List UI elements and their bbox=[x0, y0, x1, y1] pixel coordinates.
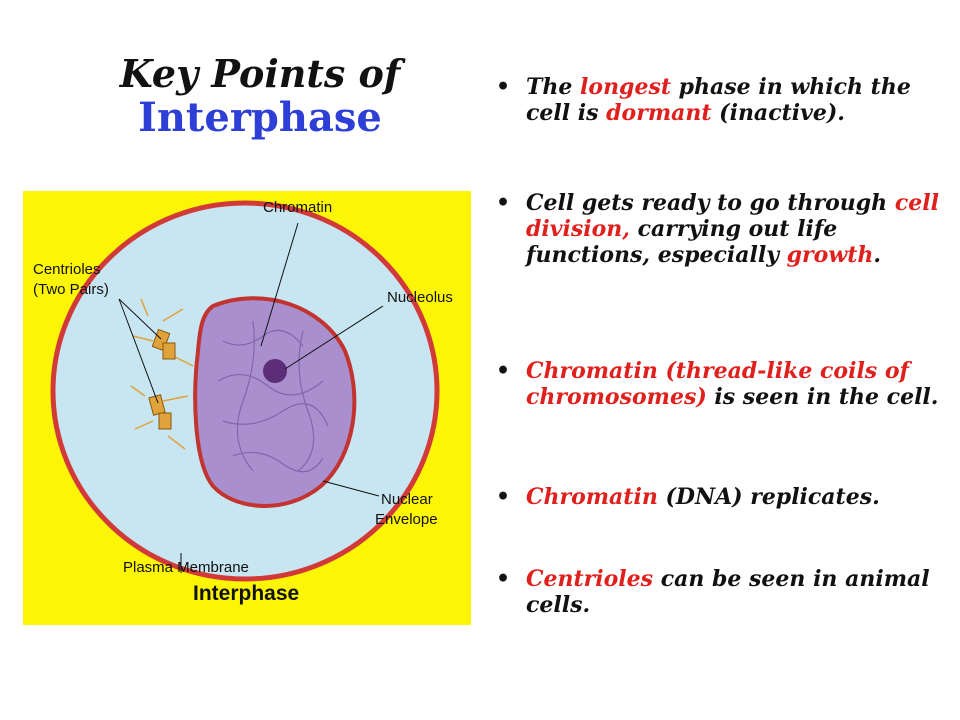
label-nuclear: Nuclear bbox=[381, 491, 433, 508]
bullet-text: longest bbox=[580, 74, 671, 100]
bullet-text: (DNA) replicates. bbox=[657, 484, 880, 510]
label-envelope: Envelope bbox=[375, 511, 438, 528]
label-chromatin: Chromatin bbox=[263, 199, 333, 216]
bullet-text: . bbox=[873, 242, 882, 268]
cell-illustration bbox=[50, 200, 440, 582]
bullet-text: can be seen in animal cells. bbox=[526, 566, 930, 618]
title-line-1: Key Points of bbox=[119, 51, 401, 96]
interphase-cell-diagram: Chromatin Centrioles (Two Pairs) Nucleol… bbox=[23, 191, 471, 625]
bullet-text: cell division, bbox=[526, 190, 939, 242]
bullet-point: Centrioles can be seen in animal cells. bbox=[496, 566, 956, 618]
bullet-text: dormant bbox=[606, 100, 712, 126]
bullet-text: The bbox=[526, 74, 581, 100]
bullet-text: carrying out life functions, especially bbox=[526, 216, 838, 268]
bullet-text: (inactive). bbox=[711, 100, 845, 126]
nucleus-shape bbox=[193, 296, 357, 508]
bullet-text: (thread-like coils of chromosomes) bbox=[526, 358, 909, 410]
bullet-point: Chromatin (thread-like coils of chromoso… bbox=[496, 358, 956, 410]
figure-caption: Interphase bbox=[193, 582, 300, 605]
bullet-text: Chromatin bbox=[526, 358, 658, 384]
label-nucleolus: Nucleolus bbox=[387, 289, 453, 306]
label-leader-lines bbox=[118, 222, 384, 573]
title-line-2: Interphase bbox=[138, 94, 382, 141]
bullet-text: phase in which the cell is bbox=[526, 74, 911, 126]
label-centrioles: Centrioles bbox=[33, 261, 101, 278]
nucleolus-shape bbox=[263, 359, 287, 383]
bullet-point: Chromatin (DNA) replicates. bbox=[496, 484, 956, 510]
bullet-text: is seen in the cell. bbox=[706, 384, 939, 410]
bullet-point: The longest phase in which the cell is d… bbox=[496, 74, 956, 126]
bullet-text: Cell gets ready to go through bbox=[526, 190, 895, 216]
bullet-point: Cell gets ready to go through cell divis… bbox=[496, 190, 956, 268]
bullet-text: Chromatin bbox=[526, 484, 658, 510]
bullet-text: Centrioles bbox=[526, 566, 654, 592]
chromatin-threads bbox=[217, 320, 329, 473]
label-plasma-membrane: Plasma Membrane bbox=[123, 559, 249, 576]
slide-title: Key Points of Interphase bbox=[40, 52, 480, 140]
label-centrioles-pairs: (Two Pairs) bbox=[33, 281, 109, 298]
bullet-text: growth bbox=[786, 242, 874, 268]
